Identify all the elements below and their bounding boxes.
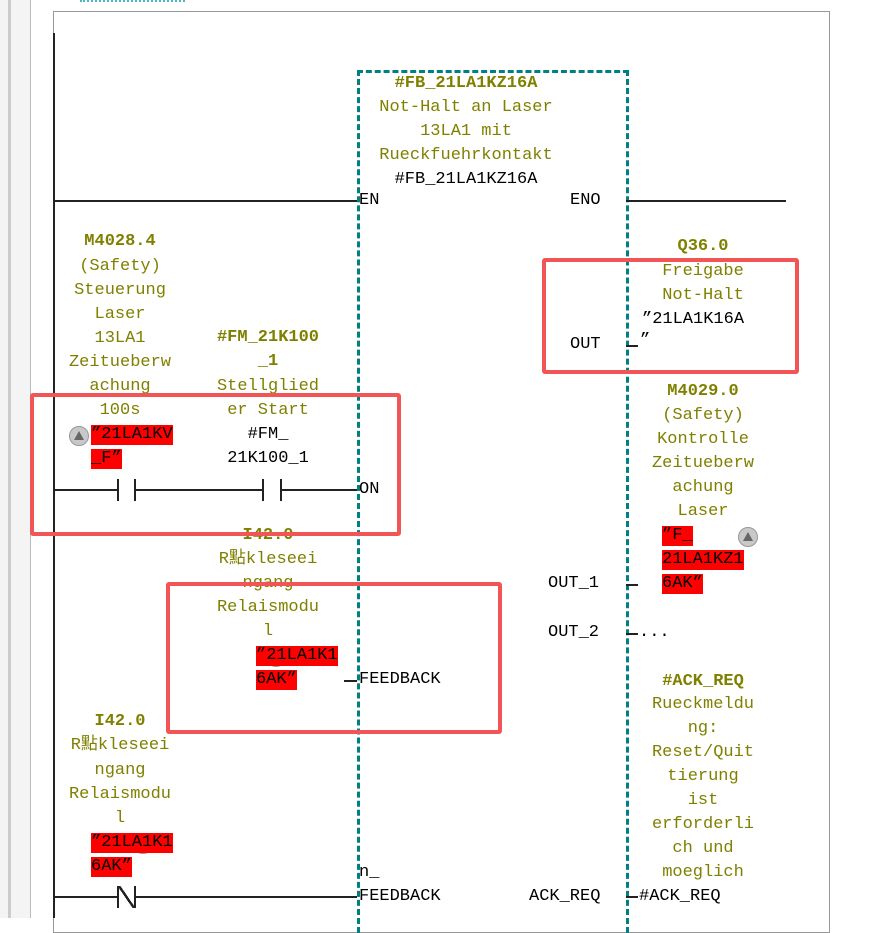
out-symbol[interactable]: ” — [640, 331, 651, 350]
out1-address: M4029.0 — [667, 382, 739, 401]
annotation-box-on-input — [30, 393, 401, 536]
pin-n-feedback: n_ — [359, 863, 380, 882]
feedback-comment: R點kleseei — [218, 550, 318, 569]
contact1-no[interactable] — [117, 479, 119, 501]
ack-req-comment: ist — [687, 791, 719, 810]
n-feedback-comment: R點kleseei — [70, 736, 170, 755]
contact-nc-slash — [119, 886, 134, 908]
pin-ack-req: ACK_REQ — [529, 887, 601, 906]
annotation-box-out-output — [542, 258, 799, 374]
feedback-symbol[interactable]: 6AK” — [256, 670, 297, 690]
contact1-comment: Zeitueberw — [68, 353, 172, 372]
pin-en: EN — [359, 191, 380, 210]
n-feedback-symbol[interactable]: 6AK” — [91, 857, 132, 877]
fb-comment: 13LA1 mit — [420, 122, 512, 141]
out1-comment: Kontrolle — [657, 430, 749, 449]
pin-on: ON — [359, 480, 380, 499]
safety-icon — [69, 426, 89, 446]
n-feedback-wire — [135, 896, 357, 898]
fb-instance-name: #FB_21LA1KZ16A — [394, 170, 538, 189]
contact1-comment: Laser — [94, 305, 146, 324]
power-rail — [53, 33, 55, 918]
n-feedback-comment: ngang — [94, 761, 146, 780]
pin-feedback: FEEDBACK — [359, 670, 441, 689]
out-symbol[interactable]: ”21LA1K16A — [642, 310, 745, 329]
feedback-stub — [344, 680, 357, 682]
out1-comment: (Safety) — [662, 406, 744, 425]
ack-req-comment: Reset/Quit — [651, 743, 755, 762]
pin-out-1: OUT_1 — [548, 574, 600, 593]
ack-req-symbol[interactable]: #ACK_REQ — [639, 887, 721, 906]
left-panel-strip — [0, 0, 31, 918]
out1-comment: Laser — [677, 502, 729, 521]
fb-comment: Rueckfuehrkontakt — [379, 146, 553, 165]
out2-value[interactable]: ... — [639, 623, 670, 642]
ack-req-comment: tierung — [667, 767, 739, 786]
contact2-symbol[interactable]: 21K100_1 — [227, 449, 309, 468]
out-comment: Freigabe — [662, 262, 744, 281]
out-stub — [626, 345, 638, 347]
pin-n-feedback: FEEDBACK — [359, 887, 441, 906]
on-wire — [54, 489, 118, 491]
contact2-no[interactable] — [262, 479, 264, 501]
n-feedback-symbol[interactable]: ”21LA1K1 — [91, 833, 173, 853]
fb-block[interactable] — [357, 70, 629, 933]
pin-out: OUT — [570, 335, 601, 354]
contact1-comment: (Safety) — [79, 257, 161, 276]
n-feedback-comment: Relaismodu — [68, 785, 172, 804]
contact2-comment: Stellglied — [216, 377, 320, 396]
contact2-symbol[interactable]: #FM_ — [247, 425, 289, 444]
annotation-box-feedback-input — [166, 582, 502, 734]
eno-wire — [626, 200, 786, 202]
out1-symbol[interactable]: ”F_ — [662, 526, 693, 546]
contact2-comment: er Start — [227, 401, 309, 420]
feedback-symbol[interactable]: ”21LA1K1 — [256, 646, 338, 666]
out1-stub — [626, 584, 638, 586]
ack-req-comment: ng: — [687, 719, 719, 738]
fb-instance: #FB_21LA1KZ16A — [394, 74, 538, 93]
n-feedback-comment: l — [114, 809, 126, 828]
contact1-comment: achung — [89, 377, 151, 396]
n-feedback-wire — [54, 896, 118, 898]
ack-req-address: #ACK_REQ — [662, 672, 744, 691]
fb-comment: Not-Halt an Laser — [379, 98, 553, 117]
en-wire — [54, 200, 357, 202]
contact2-address: _1 — [257, 352, 279, 371]
safety-icon — [737, 527, 758, 547]
feedback-comment: Relaismodu — [216, 598, 320, 617]
contact1-address: M4028.4 — [84, 232, 156, 251]
contact1-comment: Steuerung — [74, 281, 166, 300]
ack-req-stub — [626, 896, 638, 898]
network-title-dotted — [80, 0, 185, 2]
out2-stub — [626, 633, 638, 635]
contact1-symbol[interactable]: _F” — [91, 449, 122, 469]
contact1-comment: 13LA1 — [94, 329, 146, 348]
contact2-address: #FM_21K100 — [216, 328, 320, 347]
ack-req-comment: moeglich — [662, 863, 744, 882]
ack-req-comment: Rueckmeldu — [651, 695, 755, 714]
out1-symbol[interactable]: 6AK” — [662, 574, 703, 594]
contact1-comment: 100s — [99, 401, 141, 420]
on-wire — [281, 489, 357, 491]
feedback-comment: l — [262, 622, 274, 641]
n-feedback-address: I42.0 — [94, 712, 146, 731]
contact-nc[interactable] — [117, 886, 119, 908]
out-comment: Not-Halt — [662, 286, 744, 305]
on-wire — [135, 489, 262, 491]
pin-eno: ENO — [570, 191, 601, 210]
left-panel-divider[interactable] — [8, 0, 11, 918]
out1-comment: achung — [672, 478, 734, 497]
out1-comment: Zeitueberw — [651, 454, 755, 473]
pin-out-2: OUT_2 — [548, 623, 600, 642]
out1-symbol[interactable]: 21LA1KZ1 — [662, 550, 744, 570]
out-address: Q36.0 — [677, 237, 729, 256]
ack-req-comment: ch und — [672, 839, 734, 858]
contact1-symbol[interactable]: ”21LA1KV — [91, 425, 173, 445]
ack-req-comment: erforderli — [651, 815, 755, 834]
